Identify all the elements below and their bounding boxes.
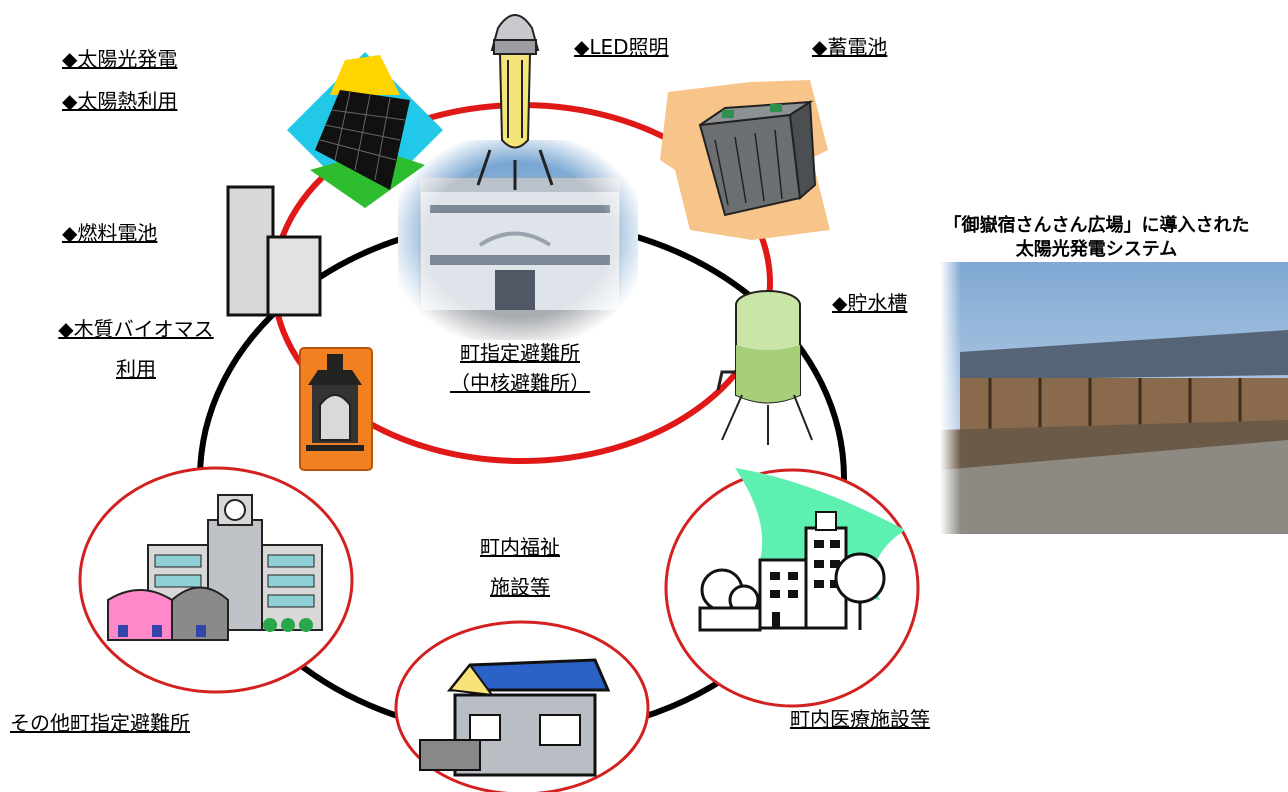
hospital-icon xyxy=(698,468,905,632)
label-welfare-line2: 施設等 xyxy=(490,575,550,599)
label-solar-heat: ◆太陽熱利用 xyxy=(62,89,178,113)
label-led-lighting: ◆LED照明 xyxy=(574,35,669,59)
central-shelter-photo xyxy=(398,140,638,340)
led-bulb-icon xyxy=(476,14,554,190)
label-other-shelters: その他町指定避難所 xyxy=(10,711,190,735)
battery-icon xyxy=(660,80,830,240)
label-central-shelter-line2: （中核避難所） xyxy=(450,371,590,395)
solar-system-photo xyxy=(940,262,1288,534)
solar-panel-icon xyxy=(287,52,443,208)
label-central-shelter: 町指定避難所 （中核避難所） xyxy=(430,340,610,396)
photo-caption-line1: 「御嶽宿さんさん広場」に導入された xyxy=(943,215,1250,236)
label-fuel-cell: ◆燃料電池 xyxy=(62,221,158,245)
wood-stove-icon xyxy=(299,347,373,471)
label-wood-biomass: ◆木質バイオマス 利用 xyxy=(28,316,244,382)
label-water-tank: ◆貯水槽 xyxy=(832,291,908,315)
fuel-cell-icon xyxy=(226,185,322,317)
water-tank-icon xyxy=(716,290,813,445)
label-medical-facilities: 町内医療施設等 xyxy=(790,707,930,731)
label-wood-biomass-line1: ◆木質バイオマス xyxy=(58,317,214,341)
school-building-icon xyxy=(107,494,323,641)
label-wood-biomass-line2: 利用 xyxy=(116,357,156,381)
label-welfare-line1: 町内福祉 xyxy=(480,535,560,559)
label-solar-power: ◆太陽光発電 xyxy=(62,47,178,71)
photo-caption: 「御嶽宿さんさん広場」に導入された 太陽光発電システム xyxy=(905,214,1288,262)
label-central-shelter-line1: 町指定避難所 xyxy=(460,341,580,365)
photo-caption-line2: 太陽光発電システム xyxy=(1015,239,1178,260)
label-welfare-facilities: 町内福祉 施設等 xyxy=(430,534,610,600)
house-icon xyxy=(419,658,611,777)
label-storage-battery: ◆蓄電池 xyxy=(812,35,888,59)
